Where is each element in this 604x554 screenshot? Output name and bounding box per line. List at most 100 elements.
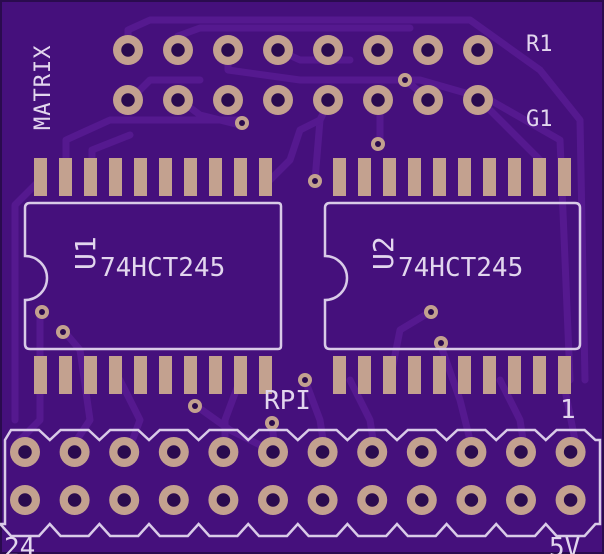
matrix-label: MATRIX — [31, 45, 56, 130]
rpi-pad — [258, 437, 288, 467]
matrix-pad — [163, 35, 193, 65]
ic-pin — [109, 356, 122, 394]
matrix-pad — [413, 85, 443, 115]
ic-pin — [109, 158, 122, 196]
ic-pin — [333, 356, 346, 394]
u1-outline — [23, 201, 283, 351]
ic-pin — [508, 356, 521, 394]
ic-pin — [59, 158, 72, 196]
ic-pin — [209, 158, 222, 196]
via — [265, 416, 279, 430]
rpi-pad — [357, 437, 388, 467]
u2-top-pins — [333, 158, 571, 196]
via — [424, 305, 438, 319]
ic-pin — [333, 158, 346, 196]
matrix-pad — [263, 85, 293, 115]
ic-pin — [508, 158, 521, 196]
u1-top-pins — [34, 158, 272, 196]
matrix-pad — [363, 35, 393, 65]
ic-pin — [159, 158, 172, 196]
pin-24-label: 24 — [4, 533, 35, 554]
ic-pin — [458, 158, 471, 196]
rpi-pad — [406, 485, 437, 515]
matrix-pad — [413, 35, 443, 65]
u1-part: 74HCT245 — [100, 253, 225, 283]
u2-outline — [323, 201, 582, 351]
matrix-pad — [213, 35, 243, 65]
vias — [35, 73, 448, 430]
u2-part: 74HCT245 — [398, 253, 523, 283]
ic-pin — [433, 356, 446, 394]
ic-pin — [558, 158, 571, 196]
rpi-pad — [59, 437, 90, 467]
five-volt-label: 5V — [549, 533, 580, 554]
rpi-pad — [158, 437, 189, 467]
ic-pin — [34, 158, 47, 196]
matrix-pad — [363, 85, 393, 115]
matrix-pad — [463, 85, 493, 115]
ic-pin — [84, 158, 97, 196]
ic-pin — [259, 356, 272, 394]
via — [434, 336, 448, 350]
u2-ref: U2 — [367, 236, 400, 270]
u1-bottom-pins — [34, 356, 272, 394]
ic-pin — [533, 356, 546, 394]
rpi-pad — [258, 485, 288, 515]
rpi-pad — [406, 437, 437, 467]
matrix-pad — [113, 35, 143, 65]
ic-pin — [259, 158, 272, 196]
rpi-pad — [456, 485, 487, 515]
rpi-pad — [109, 437, 140, 467]
via — [35, 305, 49, 319]
rpi-header-outline — [0, 428, 602, 538]
rpi-pad — [109, 485, 140, 515]
rpi-header-pads — [10, 437, 586, 515]
chip-u1: U1 74HCT245 — [23, 158, 283, 394]
ic-pin — [483, 158, 496, 196]
rpi-pad — [307, 437, 338, 467]
rpi-pad — [506, 485, 536, 515]
via — [371, 137, 385, 151]
ic-pin — [358, 158, 371, 196]
u2-bottom-pins — [333, 356, 571, 394]
ic-pin — [533, 158, 546, 196]
rpi-pad — [307, 485, 338, 515]
via — [56, 325, 70, 339]
via — [308, 174, 322, 188]
rpi-pad — [10, 437, 40, 467]
ic-pin — [134, 158, 147, 196]
via — [298, 373, 312, 387]
g1-label: G1 — [526, 107, 553, 132]
ic-pin — [433, 158, 446, 196]
ic-pin — [59, 356, 72, 394]
ic-pin — [209, 356, 222, 394]
rpi-pad — [555, 437, 586, 467]
pin-one-label: 1 — [560, 395, 576, 425]
via — [188, 399, 202, 413]
ic-pin — [84, 356, 97, 394]
ic-pin — [234, 158, 247, 196]
ic-pin — [558, 356, 571, 394]
rpi-label: RPI — [264, 386, 311, 416]
ic-pin — [408, 158, 421, 196]
matrix-pad — [163, 85, 193, 115]
rpi-pad — [357, 485, 388, 515]
rpi-pad — [59, 485, 90, 515]
ic-pin — [483, 356, 496, 394]
matrix-pad — [263, 35, 293, 65]
rpi-header — [0, 428, 602, 538]
rpi-pad — [158, 485, 189, 515]
ic-pin — [458, 356, 471, 394]
rpi-pad — [208, 437, 239, 467]
ic-pin — [234, 356, 247, 394]
ic-pin — [408, 356, 421, 394]
ic-pin — [159, 356, 172, 394]
rpi-pad — [10, 485, 40, 515]
ic-pin — [34, 356, 47, 394]
r1-label: R1 — [526, 32, 553, 57]
chip-u2: U2 74HCT245 — [323, 158, 582, 394]
rpi-pad — [555, 485, 586, 515]
rpi-pad — [506, 437, 536, 467]
